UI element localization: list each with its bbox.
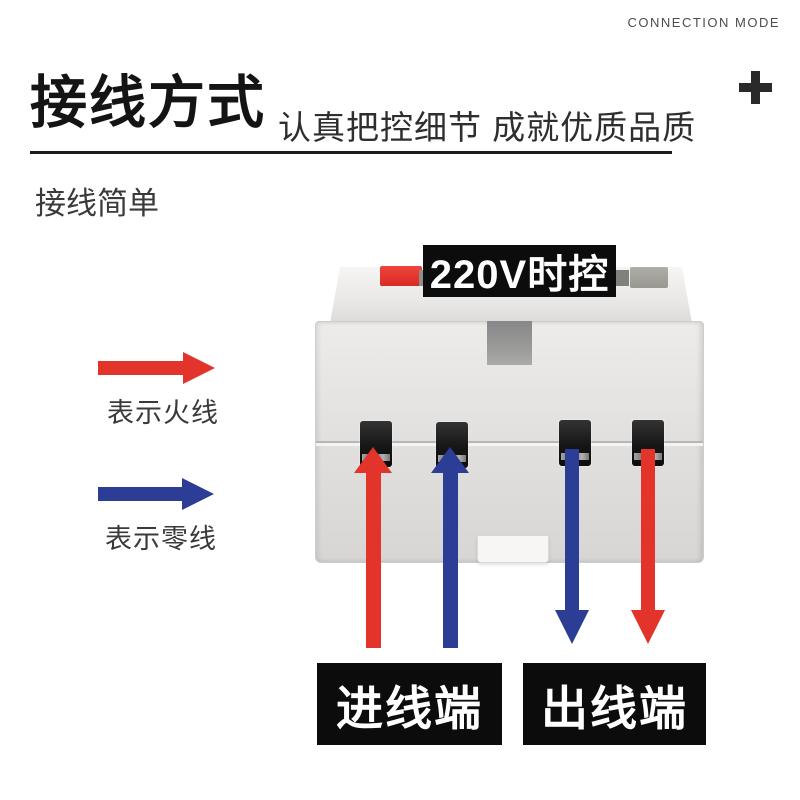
input-terminal-badge: 进线端	[317, 663, 502, 745]
output-live-arrow-head	[631, 610, 665, 644]
input-live-arrow-head	[354, 447, 392, 473]
legend-live-arrow-shaft	[98, 361, 184, 375]
gray-wire-connector-b	[630, 267, 668, 288]
plus-icon	[739, 71, 772, 104]
device-label-badge: 220V时控	[423, 245, 616, 297]
device-seam	[316, 441, 703, 446]
input-neutral-arrow-shaft	[443, 470, 458, 648]
legend-live-arrow-head	[183, 352, 215, 384]
title-divider	[30, 151, 672, 154]
device-bottom-tab	[477, 536, 549, 563]
page-title: 接线方式	[30, 71, 266, 135]
legend-neutral-arrow-shaft	[98, 487, 183, 501]
plus-icon-vertical-bar	[751, 71, 760, 104]
output-live-arrow-shaft	[641, 449, 655, 612]
output-neutral-arrow-shaft	[565, 449, 579, 612]
legend-neutral-label: 表示零线	[105, 524, 217, 554]
input-live-arrow-shaft	[366, 470, 381, 648]
output-terminal-badge: 出线端	[523, 663, 706, 745]
legend-live-label: 表示火线	[107, 398, 219, 428]
legend-neutral-arrow-head	[182, 478, 214, 510]
output-neutral-arrow-head	[555, 610, 589, 644]
corner-label: CONNECTION MODE	[627, 15, 780, 30]
section-label: 接线简单	[35, 186, 159, 221]
device-top-notch	[487, 321, 532, 365]
red-wire-connector	[380, 266, 422, 286]
gray-wire-connector-a	[616, 270, 629, 286]
input-neutral-arrow-head	[431, 447, 469, 473]
page-subtitle: 认真把控细节 成就优质品质	[278, 109, 697, 146]
